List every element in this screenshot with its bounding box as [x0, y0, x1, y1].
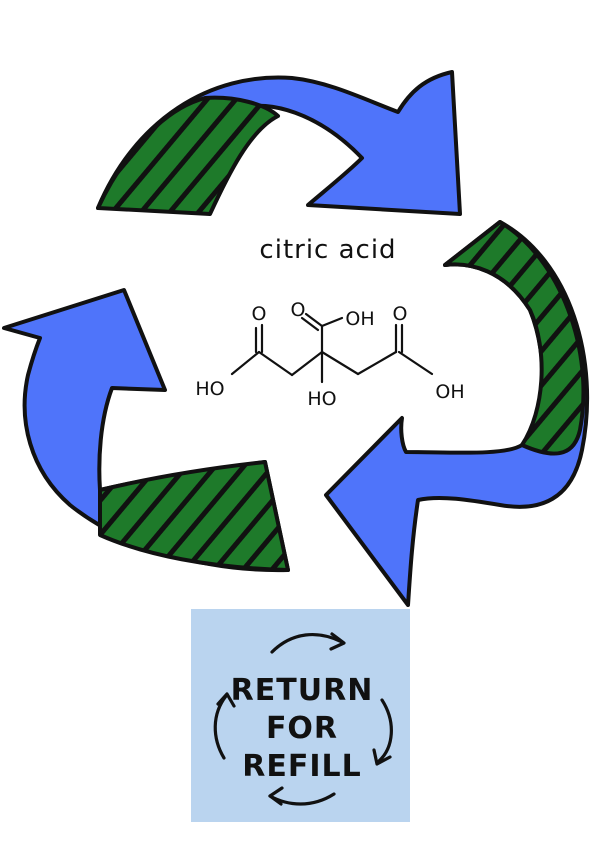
atom-hydroxyl-center: HO [307, 388, 336, 410]
atom-carbonyl-left: O [252, 303, 267, 325]
molecule-name: citric acid [259, 235, 396, 265]
arrow-top-hatch [96, 95, 280, 216]
refill-badge-background [191, 609, 410, 822]
atom-hydroxyl-left: HO [195, 378, 224, 400]
atom-carbonyl-center: O [291, 299, 306, 321]
recycle-arrow-top [96, 70, 462, 216]
citric-acid-structure [230, 312, 434, 384]
recycle-arrow-left [2, 288, 290, 573]
refill-badge: RETURN FOR REFILL [191, 609, 410, 822]
atom-hydroxyl-right: OH [435, 381, 464, 403]
badge-line-return: RETURN [231, 673, 374, 708]
atom-hydroxyl-center-top: OH [345, 308, 374, 330]
atom-carbonyl-right: O [393, 303, 408, 325]
refresh-cycle-icon [213, 632, 393, 806]
arrow-right-hatch [443, 220, 586, 456]
badge-line-refill: REFILL [242, 749, 361, 784]
arrow-left-hatch [98, 460, 290, 572]
badge-line-for: FOR [266, 711, 338, 746]
recycle-arrow-right [324, 220, 590, 607]
